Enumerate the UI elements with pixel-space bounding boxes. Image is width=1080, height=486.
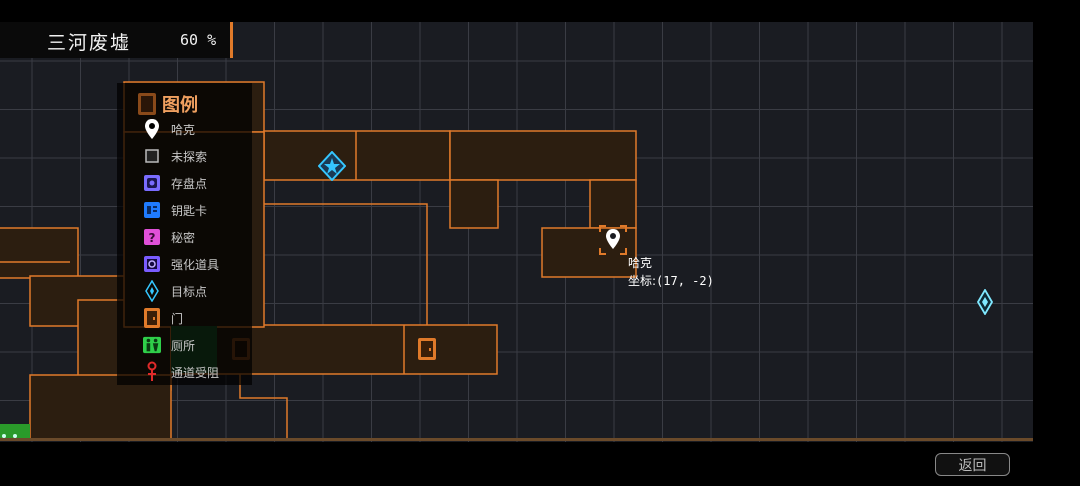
save-room-dot	[13, 434, 17, 438]
secret-icon: ?	[143, 227, 161, 247]
map-room	[449, 179, 499, 229]
legend-label: 强化道具	[171, 257, 220, 272]
legend-label: 通道受阻	[171, 365, 220, 380]
map-bottom-border	[0, 438, 1033, 441]
back-button[interactable]: 返回	[935, 453, 1010, 476]
legend-label: 目标点	[171, 284, 208, 299]
door-marker[interactable]	[417, 337, 437, 361]
legend-item-unexplored: 未探索	[143, 144, 207, 168]
legend-item-restroom: 厕所	[143, 333, 195, 357]
player-pin-icon	[143, 119, 161, 139]
objective-diamond-marker[interactable]	[977, 289, 993, 315]
legend-header: 图例	[137, 91, 198, 117]
objective-diamond-icon	[143, 280, 161, 302]
completion-percent: 60 %	[180, 31, 217, 49]
legend-item-save: 存盘点	[143, 171, 207, 195]
map-path	[239, 374, 288, 440]
legend-label: 秘密	[171, 230, 196, 245]
legend-item-blocked: 通道受阻	[143, 360, 219, 384]
player-name-label: 哈克	[628, 256, 653, 270]
legend-label: 钥匙卡	[171, 203, 208, 218]
legend-item-secret: ? 秘密	[143, 225, 195, 249]
blocked-path-icon	[143, 361, 161, 382]
coord-value: (17, -2)	[656, 274, 714, 288]
map-room	[541, 227, 637, 278]
upgrade-item-icon	[143, 254, 161, 274]
map-room	[589, 179, 637, 229]
right-margin	[1033, 0, 1080, 486]
restroom-icon	[143, 335, 161, 355]
save-room-dot	[2, 434, 6, 438]
legend-label: 厕所	[171, 338, 196, 353]
map-room	[263, 130, 451, 181]
legend-item-objective: 目标点	[143, 279, 207, 303]
map-room	[449, 130, 637, 181]
coord-label: 坐标:	[628, 274, 657, 288]
map-room	[0, 227, 79, 279]
legend-label: 未探索	[171, 149, 208, 164]
key-card-icon	[143, 200, 161, 220]
save-point-icon	[143, 173, 161, 193]
legend-label: 门	[171, 311, 184, 326]
player-marker[interactable]	[599, 225, 627, 255]
legend-title: 图例	[162, 95, 198, 116]
door-icon	[138, 93, 156, 115]
legend-item-upgrade: 强化道具	[143, 252, 219, 276]
area-name: 三河废墟	[47, 32, 132, 54]
area-header: 三河废墟 60 %	[0, 22, 233, 58]
legend-panel: 图例 哈克 未探索 存盘点 钥匙卡 ? 秘密 强化道具	[117, 83, 252, 385]
door-icon	[143, 308, 161, 328]
legend-item-keycard: 钥匙卡	[143, 198, 207, 222]
legend-item-door: 门	[143, 306, 183, 330]
player-coordinates: 坐标:(17, -2)	[628, 272, 714, 289]
legend-label: 哈克	[171, 122, 196, 137]
legend-item-player: 哈克	[143, 117, 195, 141]
legend-label: 存盘点	[171, 176, 208, 191]
unexplored-square-icon	[143, 146, 161, 166]
map-path	[264, 203, 428, 325]
save-room	[0, 424, 30, 440]
svg-text:?: ?	[149, 231, 156, 245]
objective-star-marker[interactable]	[318, 151, 346, 181]
